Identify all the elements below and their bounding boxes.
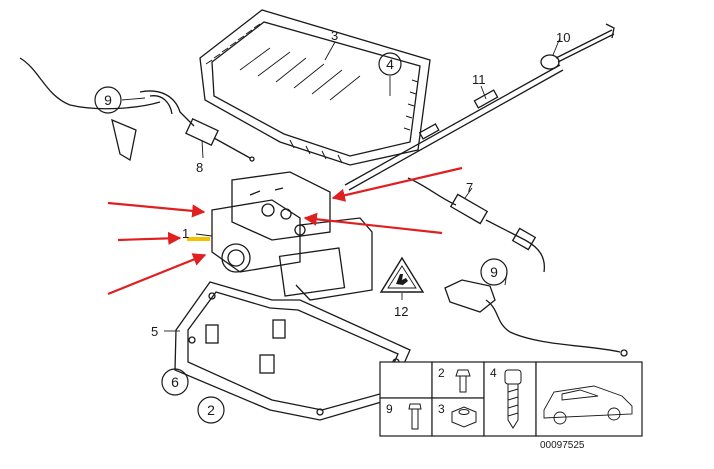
cable-part-7 [407,177,628,357]
callout-9-left: 9 [104,92,112,108]
callout-9-right: 9 [490,264,498,280]
callout-6: 6 [171,374,179,390]
cable-part-8 [19,57,255,162]
nut-6-icon [451,406,477,428]
callout-labels: 1 3 5 7 8 10 11 12 [151,28,570,339]
callout-11: 11 [472,72,486,87]
cable-part-11 [344,23,615,191]
callout-8: 8 [196,160,203,175]
callout-3: 3 [331,28,338,43]
panel-label-4: 4 [490,366,497,380]
bolt-9-icon [408,403,422,430]
warning-label-part-12 [379,256,425,293]
hand-warning-triangle-icon [396,274,408,285]
callout-1: 1 [182,226,189,241]
bolt-2-icon [455,369,471,393]
cover-part [199,9,431,166]
panel-label-9: 9 [386,402,393,416]
car-icon [543,385,633,425]
hardware-panel: 2 3 4 6 [379,361,643,451]
callout-12: 12 [394,304,408,319]
leader-lines [121,37,561,332]
panel-label-2: 2 [438,366,445,380]
circled-callouts [94,52,508,424]
panel-label-3: 3 [438,402,445,416]
diagram-id: 00097525 [540,440,585,451]
callout-7: 7 [466,180,473,195]
red-arrows [107,166,463,296]
callout-10: 10 [556,30,570,45]
screw-4-icon [504,369,522,429]
callout-2: 2 [207,402,215,418]
callout-4: 4 [386,56,394,72]
oil-pan-part-5 [174,281,411,421]
hydraulic-unit-part-1 [211,171,373,301]
callout-5: 5 [151,324,158,339]
